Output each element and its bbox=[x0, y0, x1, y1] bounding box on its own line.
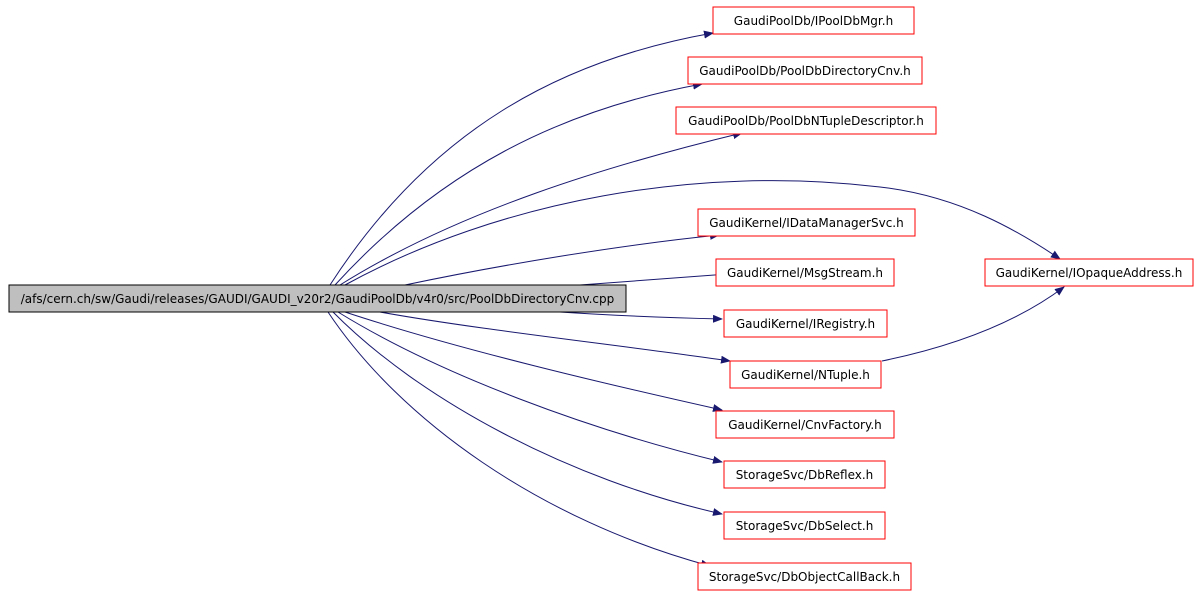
edge-to-iopaqueaddress-from-root bbox=[344, 180, 1061, 286]
node-cnvfactory[interactable]: GaudiKernel/CnvFactory.h bbox=[715, 410, 895, 439]
edge-to-dbobjectcallback bbox=[327, 311, 711, 568]
root-node[interactable]: /afs/cern.ch/sw/Gaudi/releases/GAUDI/GAU… bbox=[8, 284, 627, 313]
node-label: GaudiKernel/IRegistry.h bbox=[736, 317, 875, 331]
node-label: GaudiPoolDb/PoolDbDirectoryCnv.h bbox=[699, 64, 911, 78]
edge-to-pooldbdirectorycnv bbox=[334, 81, 703, 286]
node-label: GaudiKernel/MsgStream.h bbox=[727, 266, 883, 280]
node-label: StorageSvc/DbObjectCallBack.h bbox=[709, 570, 900, 584]
node-ntuple[interactable]: GaudiKernel/NTuple.h bbox=[729, 360, 882, 389]
edge-to-dbreflex bbox=[337, 311, 723, 464]
node-label: GaudiPoolDb/PoolDbNTupleDescriptor.h bbox=[688, 114, 924, 128]
node-label: GaudiKernel/IOpaqueAddress.h bbox=[996, 266, 1183, 280]
node-dbobjectcallback[interactable]: StorageSvc/DbObjectCallBack.h bbox=[697, 562, 912, 591]
node-label: GaudiKernel/CnvFactory.h bbox=[728, 418, 882, 432]
edge-to-ipooldbmgr bbox=[329, 30, 714, 286]
edge-to-cnvfactory bbox=[344, 311, 723, 412]
node-dbselect[interactable]: StorageSvc/DbSelect.h bbox=[723, 511, 886, 540]
edge-to-pooldbntupledescriptor bbox=[339, 131, 743, 286]
node-msgstream[interactable]: GaudiKernel/MsgStream.h bbox=[715, 258, 895, 287]
node-ipooldbmgr[interactable]: GaudiPoolDb/IPoolDbMgr.h bbox=[712, 6, 915, 35]
edge-to-dbselect bbox=[332, 311, 723, 516]
node-pooldbntupledescriptor[interactable]: GaudiPoolDb/PoolDbNTupleDescriptor.h bbox=[675, 106, 937, 135]
node-idatamanagersvc[interactable]: GaudiKernel/IDataManagerSvc.h bbox=[697, 208, 916, 237]
root-node-label: /afs/cern.ch/sw/Gaudi/releases/GAUDI/GAU… bbox=[21, 292, 615, 306]
edge-to-ntuple bbox=[379, 311, 731, 364]
edge-to-iregistry bbox=[559, 311, 723, 323]
node-dbreflex[interactable]: StorageSvc/DbReflex.h bbox=[723, 460, 886, 489]
node-pooldbdirectorycnv[interactable]: GaudiPoolDb/PoolDbDirectoryCnv.h bbox=[687, 56, 923, 85]
edge-ntuple-to-iopaqueaddress bbox=[881, 286, 1065, 362]
node-label: GaudiKernel/NTuple.h bbox=[741, 368, 870, 382]
dependency-edges bbox=[327, 30, 1065, 568]
node-iopaqueaddress[interactable]: GaudiKernel/IOpaqueAddress.h bbox=[984, 258, 1194, 287]
node-iregistry[interactable]: GaudiKernel/IRegistry.h bbox=[723, 309, 888, 338]
edge-to-msgstream bbox=[579, 270, 729, 286]
node-label: StorageSvc/DbReflex.h bbox=[736, 468, 874, 482]
edge-to-idatamanagersvc bbox=[404, 231, 720, 286]
node-label: GaudiKernel/IDataManagerSvc.h bbox=[709, 216, 903, 230]
node-label: StorageSvc/DbSelect.h bbox=[736, 519, 874, 533]
node-label: GaudiPoolDb/IPoolDbMgr.h bbox=[734, 14, 893, 28]
